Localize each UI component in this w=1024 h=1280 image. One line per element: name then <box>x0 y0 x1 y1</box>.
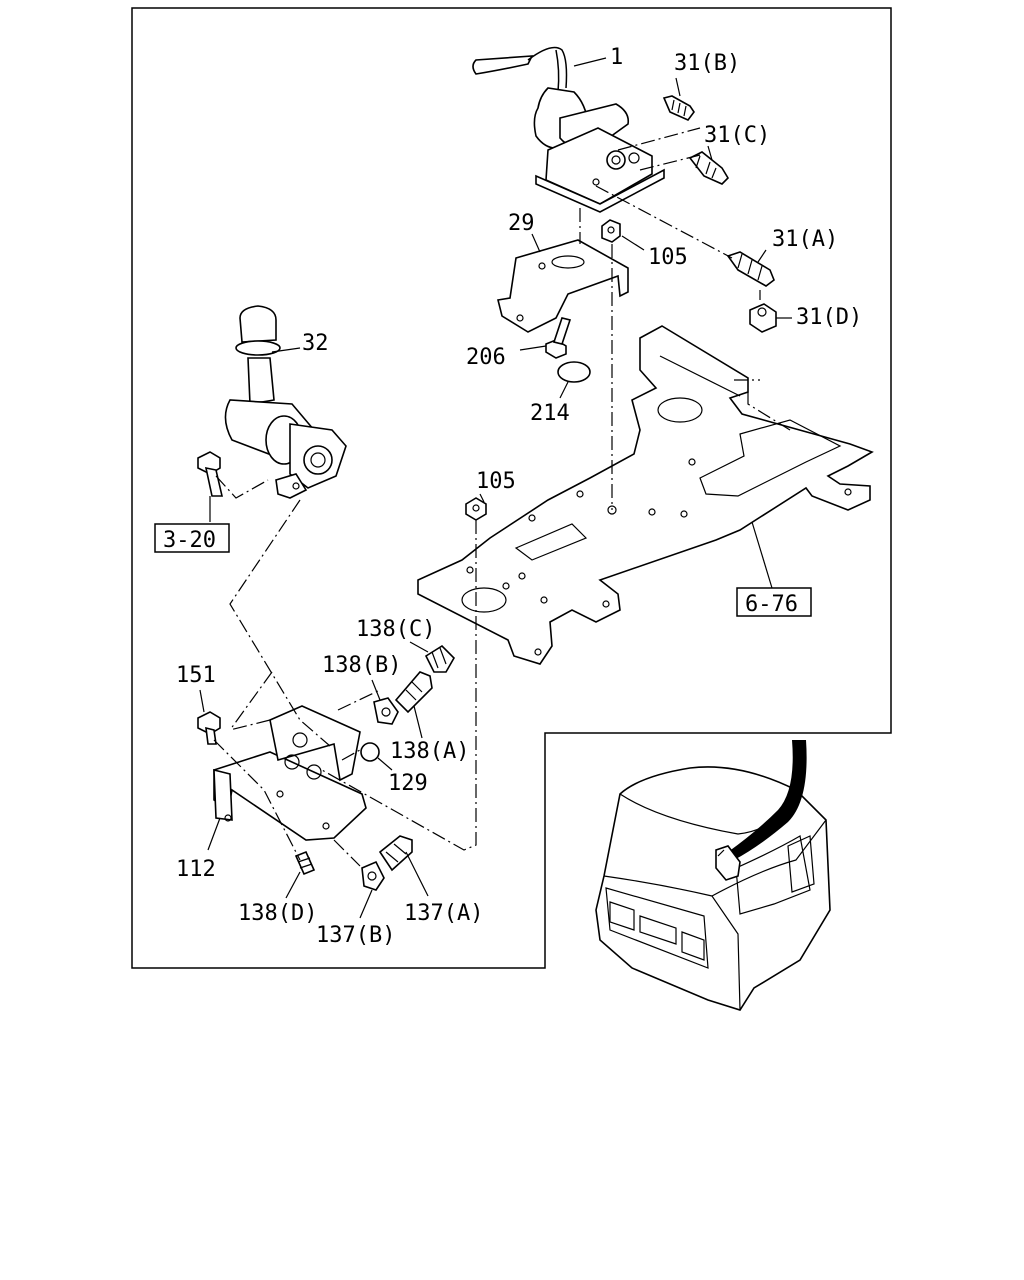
nut-105-upper[interactable] <box>601 219 621 243</box>
bolt-3-20[interactable] <box>197 451 224 497</box>
fitting-138b[interactable] <box>373 697 399 725</box>
nut-129[interactable] <box>360 742 380 762</box>
ref-label-3-20: 3-20 <box>163 528 216 553</box>
label-part-29: 29 <box>508 211 535 236</box>
fitting-138a[interactable] <box>394 671 433 714</box>
fitting-138d[interactable] <box>294 850 316 876</box>
label-part-129: 129 <box>388 771 428 796</box>
fitting-31a[interactable] <box>726 251 775 287</box>
bracket-112[interactable] <box>213 705 367 841</box>
label-part-206: 206 <box>466 345 506 370</box>
label-part-112: 112 <box>176 857 216 882</box>
bolt-206[interactable] <box>545 317 572 359</box>
shift-lever-assembly[interactable] <box>472 46 665 213</box>
fitting-137b[interactable] <box>361 860 385 891</box>
diagram-frame <box>131 7 892 969</box>
label-part-31b: 31(B) <box>674 51 740 76</box>
label-part-151: 151 <box>176 663 216 688</box>
leader-lines <box>199 57 792 919</box>
label-part-31d: 31(D) <box>796 305 862 330</box>
label-part-138c: 138(C) <box>356 617 435 642</box>
truck-cab-illustration <box>595 740 831 1011</box>
label-part-105-upper: 105 <box>648 245 688 270</box>
label-part-31a: 31(A) <box>772 227 838 252</box>
bracket-29[interactable] <box>497 239 629 333</box>
nut-31d[interactable] <box>749 303 777 333</box>
fitting-31b[interactable] <box>662 95 695 121</box>
label-part-138b: 138(B) <box>322 653 401 678</box>
label-part-214: 214 <box>530 401 570 426</box>
label-part-138d: 138(D) <box>238 901 317 926</box>
nut-105-lower[interactable] <box>465 497 487 521</box>
ref-box-6-76 <box>736 587 812 617</box>
routing-lines <box>213 127 791 867</box>
washer-214[interactable] <box>557 361 591 383</box>
ref-label-6-76: 6-76 <box>745 592 798 617</box>
label-part-1: 1 <box>610 45 623 70</box>
fitting-31c[interactable] <box>688 151 730 185</box>
label-part-31c: 31(C) <box>704 123 770 148</box>
bolt-151[interactable] <box>197 711 221 745</box>
label-part-32: 32 <box>302 331 329 356</box>
valve-32[interactable] <box>224 305 347 499</box>
label-part-105-lower: 105 <box>476 469 516 494</box>
fitting-137a[interactable] <box>378 835 413 872</box>
fitting-138c[interactable] <box>424 644 455 673</box>
label-part-138a: 138(A) <box>390 739 469 764</box>
flexible-line <box>728 740 807 860</box>
mounting-plate[interactable] <box>417 325 874 665</box>
ref-box-3-20 <box>154 523 230 553</box>
label-part-137a: 137(A) <box>404 901 483 926</box>
label-part-137b: 137(B) <box>316 923 395 948</box>
